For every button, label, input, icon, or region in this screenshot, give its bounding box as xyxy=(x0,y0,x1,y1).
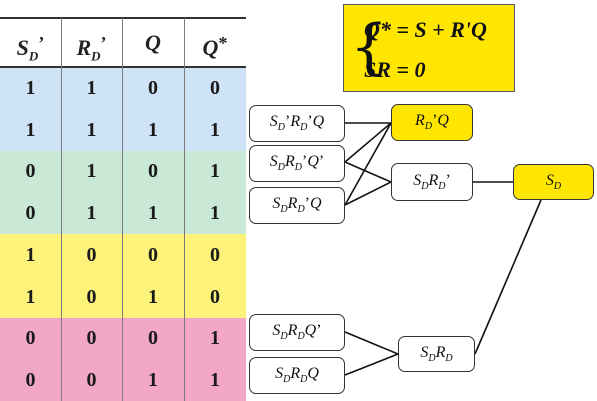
minterm-label: SD’RD’Q xyxy=(269,113,325,134)
table-header-cell: Q xyxy=(145,30,161,55)
table-cell: 0 xyxy=(210,243,220,266)
minterm-label: SDRD’Q’ xyxy=(269,153,325,174)
equation-line-1: Q* = S + R'Q xyxy=(364,17,487,42)
table-cell: 1 xyxy=(148,118,158,141)
table-cell: 0 xyxy=(148,327,158,350)
row-group-band xyxy=(0,234,246,318)
table-cell: 1 xyxy=(25,76,36,99)
table-cell: 0 xyxy=(86,369,97,392)
row-group-band xyxy=(0,67,246,151)
row-group-band xyxy=(0,150,246,234)
table-cell: 0 xyxy=(148,76,158,99)
table-header-cell: Q* xyxy=(202,33,228,60)
table-cell: 1 xyxy=(86,202,97,225)
result-box: SD xyxy=(513,164,594,200)
table-header-cell: RD’ xyxy=(76,33,107,64)
minterm-box: SDRDQ xyxy=(249,357,345,394)
merged-term-label: SDRD’ xyxy=(413,171,451,193)
table-cell: 0 xyxy=(25,202,36,225)
minterm-box: SDRD’Q xyxy=(249,187,345,224)
table-top-rule xyxy=(0,17,246,19)
table-header-rule xyxy=(0,66,246,68)
connector-line xyxy=(474,199,542,355)
connector-line xyxy=(344,122,392,163)
connector-line xyxy=(344,331,399,355)
table-cell: 1 xyxy=(25,243,36,266)
table-cell: 1 xyxy=(210,160,220,183)
table-cell: 1 xyxy=(210,369,220,392)
minterm-box: SD’RD’Q xyxy=(249,105,345,142)
table-cell: 0 xyxy=(86,285,97,308)
column-divider xyxy=(184,18,185,401)
table-cell: 0 xyxy=(86,327,97,350)
table-cell: 0 xyxy=(86,243,97,266)
table-cell: 1 xyxy=(86,160,97,183)
connector-line xyxy=(344,122,392,206)
table-cell: 1 xyxy=(25,118,36,141)
table-cell: 1 xyxy=(210,118,220,141)
table-cell: 0 xyxy=(25,369,36,392)
merged-term-box: SDRD’ xyxy=(391,163,473,201)
table-header-cell: SD’ xyxy=(16,33,45,64)
table-cell: 1 xyxy=(86,76,97,99)
equation-line-2: SR = 0 xyxy=(364,57,426,82)
table-cell: 1 xyxy=(86,118,97,141)
connector-line xyxy=(344,161,392,183)
table-cell: 1 xyxy=(210,202,220,225)
table-cell: 0 xyxy=(210,76,220,99)
table-cell: 1 xyxy=(148,202,158,225)
merged-term-box: SDRD xyxy=(398,336,475,372)
table-cell: 1 xyxy=(210,327,220,350)
table-cell: 0 xyxy=(25,327,36,350)
row-group-band xyxy=(0,317,246,401)
merged-term-box-highlight: RD’Q xyxy=(391,104,473,141)
table-cell: 0 xyxy=(148,160,158,183)
table-cell: 1 xyxy=(148,369,158,392)
minterm-box: SDRDQ’ xyxy=(249,314,345,351)
table-cell: 0 xyxy=(148,243,158,266)
result-label: SD xyxy=(545,171,562,193)
minterm-label: SDRDQ xyxy=(275,365,319,386)
brace-icon: { xyxy=(350,12,389,82)
merged-term-label: SDRD xyxy=(420,343,453,365)
table-cell: 1 xyxy=(148,285,158,308)
connector-line xyxy=(344,353,399,376)
truth-table: SD’ RD’ Q Q* 1 1 0 0 1 1 1 1 0 1 0 1 0 1 1 1 1 0 0 0 1 0 1 0 0 0 0 1 0 0… xyxy=(0,0,246,401)
column-divider xyxy=(61,18,62,401)
merged-term-label: RD’Q xyxy=(415,112,449,133)
connector-line xyxy=(344,181,392,206)
equation-box: { Q* = S + R'Q SR = 0 xyxy=(343,4,515,92)
column-divider xyxy=(122,18,123,401)
minterm-box: SDRD’Q’ xyxy=(249,145,345,182)
table-cell: 1 xyxy=(25,285,36,308)
table-cell: 0 xyxy=(210,285,220,308)
minterm-label: SDRD’Q xyxy=(272,195,322,216)
minterm-label: SDRDQ’ xyxy=(272,322,322,343)
table-cell: 0 xyxy=(25,160,36,183)
